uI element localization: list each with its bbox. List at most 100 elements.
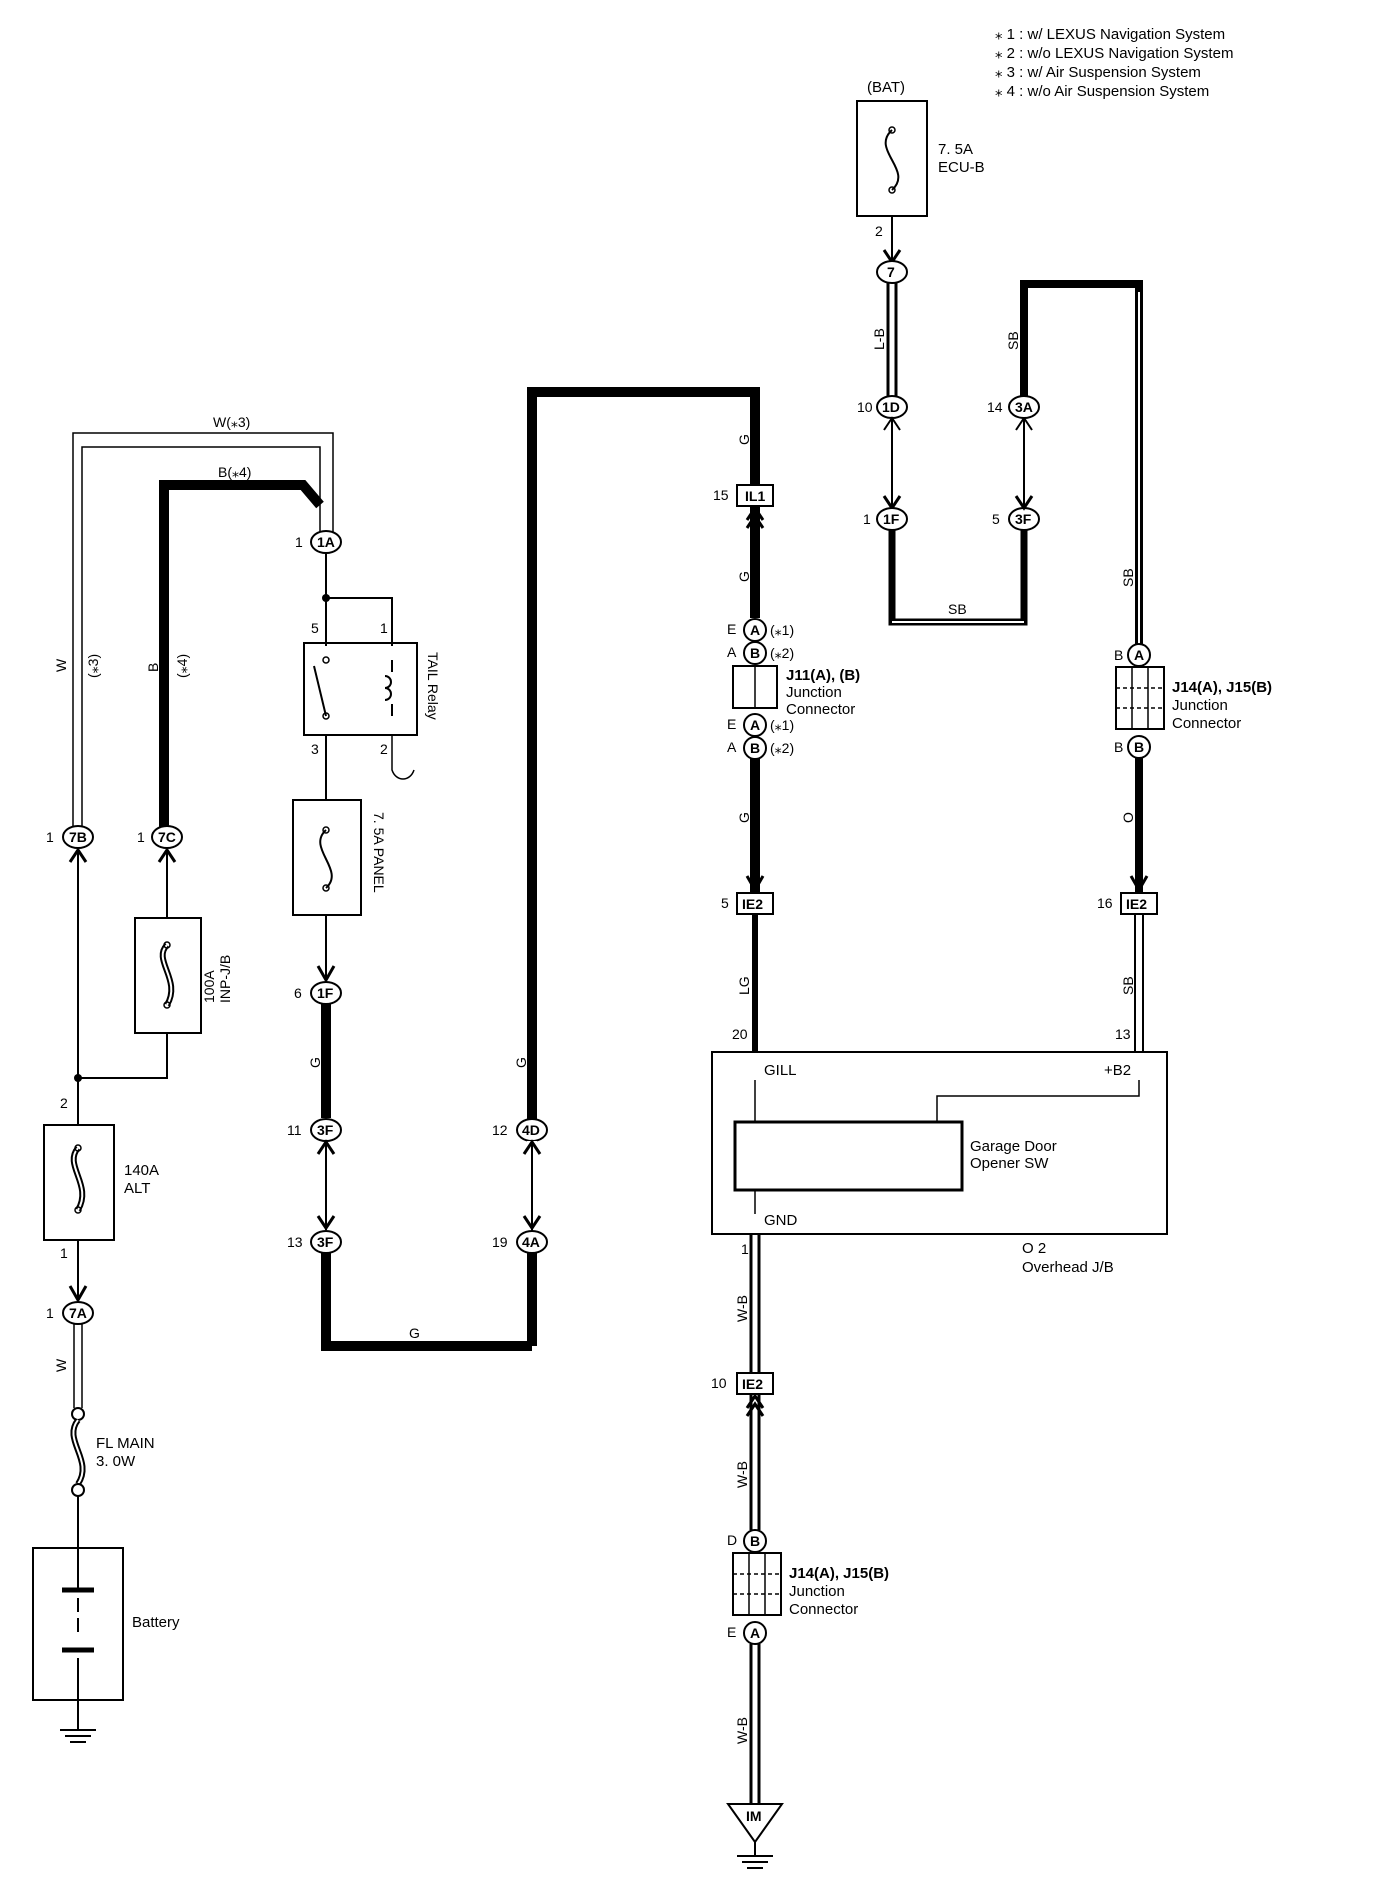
pin-label: 19	[492, 1234, 508, 1250]
relay-coil-icon	[384, 660, 393, 716]
component-label: 7. 5A PANEL	[371, 812, 387, 893]
pin-label: 1	[46, 1305, 54, 1321]
j11-section: G 15 IL1 G E A (⁎1) A B (⁎2) J11(A), (B)…	[527, 387, 860, 1346]
connector-label: 3F	[1015, 511, 1032, 527]
pin-label: 13	[287, 1234, 303, 1250]
pin-label: 5	[311, 620, 319, 636]
pin-label: 1	[46, 829, 54, 845]
connector-label: 3F	[317, 1122, 334, 1138]
wire-label: W(⁎3)	[213, 414, 250, 430]
pin-label: 5	[992, 511, 1000, 527]
pin-label: 1	[741, 1241, 749, 1257]
wire-label: B(⁎4)	[218, 464, 251, 480]
wire-label: SB	[948, 601, 967, 617]
junction-connector-j14-top	[1115, 666, 1165, 730]
component-label: TAIL Relay	[425, 652, 441, 720]
wire-label: LG	[736, 976, 752, 995]
component-label: Junction	[786, 684, 842, 701]
connector-label: B	[1134, 739, 1144, 755]
pin-label: 13	[1115, 1026, 1131, 1042]
component-label: Battery	[132, 1614, 180, 1631]
wire-label: (⁎4)	[174, 654, 190, 678]
pin-label: E	[727, 621, 736, 637]
ecu-b-fuse-rating: 7. 5A	[938, 141, 973, 158]
tail-relay	[303, 642, 418, 736]
pin-label: 11	[287, 1122, 302, 1138]
legend-item-4: ⁎ 4 : w/o Air Suspension System	[995, 83, 1209, 100]
connector-label: B	[750, 740, 760, 756]
pin-label: 20	[732, 1026, 748, 1042]
connector-label: 4D	[522, 1122, 540, 1138]
connector-label: 7C	[158, 829, 176, 845]
legend-item-2: ⁎ 2 : w/o LEXUS Navigation System	[995, 45, 1233, 62]
connector-label: A	[1134, 647, 1144, 663]
overhead-jb-box	[711, 1051, 1168, 1235]
fuse-icon	[319, 829, 333, 889]
connector-label: 1F	[883, 511, 900, 527]
legend-item-3: ⁎ 3 : w/ Air Suspension System	[995, 64, 1201, 81]
connector-label: IE2	[742, 1376, 763, 1392]
pin-label: B	[1114, 647, 1123, 663]
legend: ⁎ 1 : w/ LEXUS Navigation System ⁎ 2 : w…	[995, 26, 1233, 100]
component-label: FL MAIN	[96, 1435, 155, 1452]
component-label: J11(A), (B)	[786, 667, 860, 684]
pin-label: 2	[380, 741, 388, 757]
connector-4a	[516, 1230, 548, 1254]
connector-label: A	[750, 622, 760, 638]
wire-label: W-B	[734, 1461, 750, 1488]
wire-label: G	[513, 1057, 529, 1068]
connector-label: A	[750, 717, 760, 733]
pin-label: 16	[1097, 895, 1113, 911]
component-label: Connector	[1172, 715, 1241, 732]
wire-label: W-B	[734, 1295, 750, 1322]
connector-label: A	[750, 1625, 760, 1641]
component-label: IM	[746, 1808, 762, 1824]
wire-label: G	[307, 1057, 323, 1068]
connector-label: 1A	[317, 534, 335, 550]
wire-label: L-B	[871, 328, 887, 350]
component-label: J14(A), J15(B)	[789, 1565, 889, 1582]
connector-jb-a-bottom	[743, 1621, 767, 1645]
bat-label: (BAT)	[867, 79, 905, 96]
component-label: J14(A), J15(B)	[1172, 679, 1272, 696]
connector-ie2-b	[1120, 892, 1158, 915]
pin-label: E	[727, 1624, 736, 1640]
left-section: W(⁎3) B(⁎4) W (⁎3) B (⁎4) 1 1A 5 1 TAIL …	[32, 414, 548, 1743]
pin-label: (⁎1)	[770, 717, 794, 733]
pin-label: E	[727, 716, 736, 732]
pin-label: 1	[380, 620, 388, 636]
connector-j11-b	[743, 641, 767, 665]
pin-label: (⁎2)	[770, 645, 794, 661]
wire-label: (⁎3)	[85, 654, 101, 678]
legend-item-1: ⁎ 1 : w/ LEXUS Navigation System	[995, 26, 1225, 43]
component-label: O 2	[1022, 1240, 1046, 1257]
component-label: 140A	[124, 1162, 159, 1179]
ground-path: 1 W-B 10 IE2 W-B D B J14(A), J15(B) Junc…	[711, 1234, 889, 1869]
pin-label: 1	[137, 829, 145, 845]
pin-label: 14	[987, 399, 1003, 415]
connector-label: 4A	[522, 1234, 540, 1250]
wire-label: B	[145, 663, 161, 672]
component-label: 100A	[201, 970, 217, 1003]
component-label: Overhead J/B	[1022, 1259, 1114, 1276]
pin-label: 2	[875, 223, 883, 239]
terminal-label: GILL	[764, 1062, 797, 1079]
connector-label: B	[750, 1533, 760, 1549]
component-label: INP-J/B	[217, 955, 233, 1003]
wire-label: O	[1120, 812, 1136, 823]
pin-label: 15	[713, 487, 729, 503]
pin-label: 10	[857, 399, 873, 415]
component-label: Junction	[1172, 697, 1228, 714]
connector-7a	[62, 1301, 94, 1325]
wire-label: W	[53, 1358, 69, 1372]
connector-label: 3A	[1015, 399, 1033, 415]
connector-label: IL1	[745, 488, 765, 504]
wire-label: W	[53, 658, 69, 672]
pin-label: 3	[311, 741, 319, 757]
connector-label: 1F	[317, 985, 334, 1001]
connector-label: 1D	[882, 399, 900, 415]
wire-label: SB	[1005, 331, 1021, 350]
wire-label: SB	[1120, 976, 1136, 995]
ground-point-im	[726, 1803, 784, 1844]
garage-door-opener-switch	[733, 1120, 964, 1192]
